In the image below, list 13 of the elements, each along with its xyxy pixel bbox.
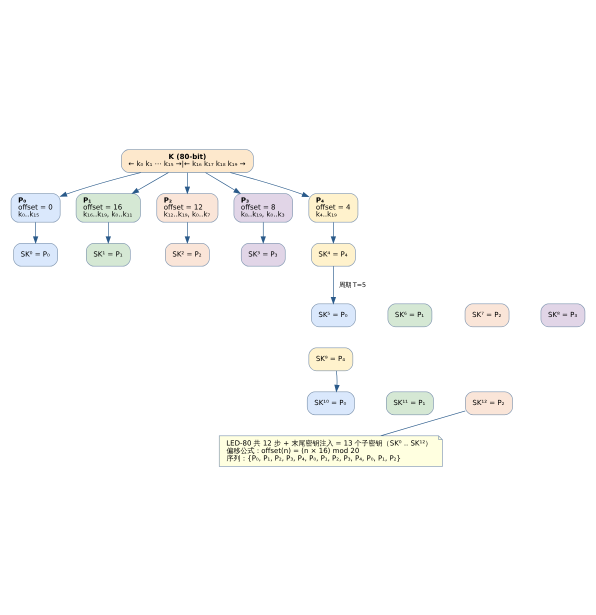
connector [380, 410, 466, 436]
arrow [59, 172, 142, 196]
arrow [230, 172, 310, 197]
arrow [131, 172, 169, 194]
arrow [106, 222, 111, 244]
arrow [334, 370, 340, 392]
arrow [330, 265, 336, 304]
arrow [260, 222, 266, 244]
arrow [205, 172, 242, 194]
arrow [32, 222, 38, 244]
arrow [184, 172, 190, 194]
arrow [330, 222, 336, 244]
arrow [184, 222, 190, 244]
